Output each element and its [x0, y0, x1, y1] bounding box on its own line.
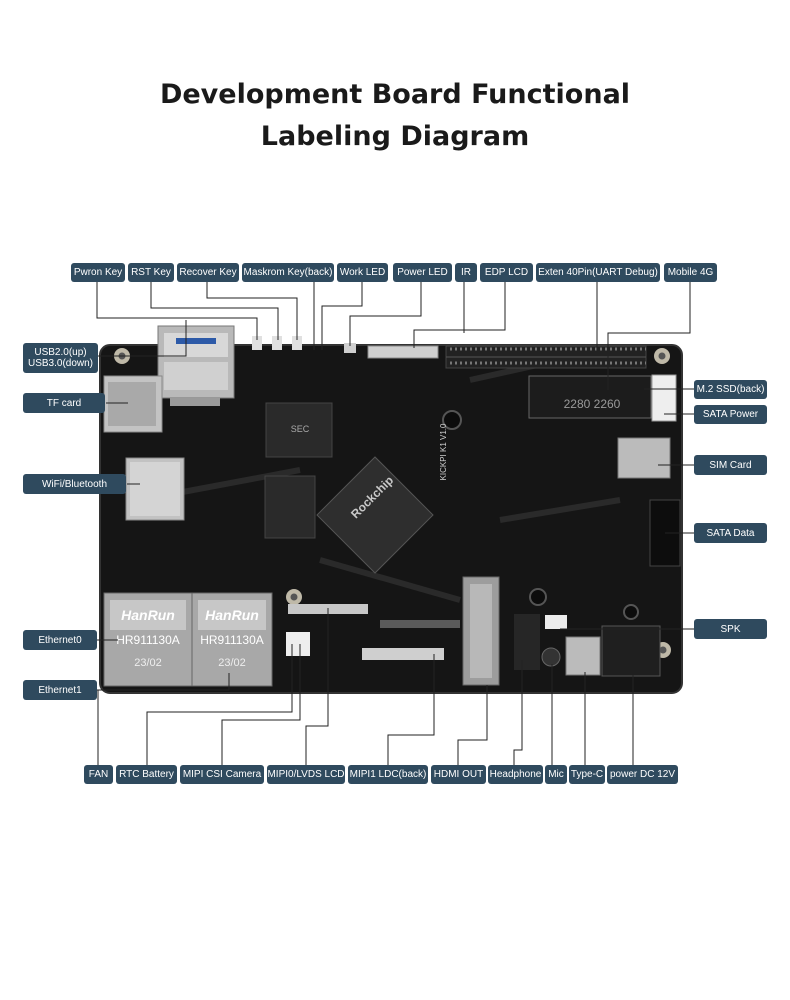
headphone-jack — [514, 614, 540, 670]
label-edp-lcd: EDP LCD — [480, 263, 533, 282]
label-spk: SPK — [694, 619, 767, 639]
eth-brand-1: HanRun — [121, 607, 175, 623]
label-ethernet0: Ethernet0 — [23, 630, 97, 650]
label-mobile-4g: Mobile 4G — [664, 263, 717, 282]
label-sata-power: SATA Power — [694, 405, 767, 424]
label-mic: Mic — [545, 765, 567, 784]
sata-power-connector — [651, 374, 677, 422]
label-fan: FAN — [84, 765, 113, 784]
board-name: KICKPI K1 V1.0 — [439, 423, 448, 480]
label-maskrom-key: Maskrom Key(back) — [242, 263, 334, 282]
label-sim-card: SIM Card — [694, 455, 767, 475]
usb-ports — [157, 325, 235, 406]
label-usb: USB2.0(up) USB3.0(down) — [23, 343, 98, 373]
m2-slot — [528, 375, 652, 419]
ram-brand: SEC — [291, 424, 310, 434]
eth-date-1: 23/02 — [134, 657, 162, 669]
label-usb-line1: USB2.0(up) — [34, 347, 87, 358]
label-mipi-csi-camera: MIPI CSI Camera — [180, 765, 264, 784]
eth-brand-2: HanRun — [205, 607, 259, 623]
label-ir: IR — [455, 263, 477, 282]
label-usb-line2: USB3.0(down) — [27, 358, 94, 369]
m2-text: 2280 2260 — [564, 397, 621, 411]
label-sata-data: SATA Data — [694, 523, 767, 543]
label-headphone: Headphone — [488, 765, 543, 784]
ram-chip-2 — [264, 475, 316, 539]
eth-date-2: 23/02 — [218, 657, 246, 669]
rockchip-soc: Rockchip — [316, 456, 434, 574]
mic — [541, 647, 561, 667]
label-type-c: Type-C — [569, 765, 605, 784]
ram-chip-1 — [265, 402, 333, 458]
label-mipi1-ldc: MIPI1 LDC(back) — [348, 765, 428, 784]
ethernet-jacks: HanRun HR911130A 23/02 HanRun HR911130A … — [103, 592, 273, 687]
mipi0-connector — [380, 620, 460, 628]
label-hdmi-out: HDMI OUT — [431, 765, 486, 784]
fan-connector — [286, 632, 310, 656]
gpio-40pin-header — [445, 345, 647, 369]
spk-connector — [545, 615, 567, 629]
diagram-title-line1: Development Board Functional — [159, 79, 631, 110]
mipi1-connector — [362, 648, 444, 660]
label-power-dc-12v: power DC 12V — [607, 765, 678, 784]
label-recover-key: Recover Key — [177, 263, 239, 282]
label-rtc-battery: RTC Battery — [116, 765, 177, 784]
eth-model-2: HR911130A — [200, 633, 264, 647]
label-power-led: Power LED — [393, 263, 452, 282]
edp-connector — [367, 345, 439, 359]
label-tf-card: TF card — [23, 393, 105, 413]
label-exten-40pin: Exten 40Pin(UART Debug) — [536, 263, 660, 282]
eth-model-1: HR911130A — [116, 633, 180, 647]
key-buttons — [252, 336, 356, 353]
label-pwron-key: Pwron Key — [71, 263, 125, 282]
type-c-port — [565, 636, 601, 676]
label-wifi-bluetooth: WiFi/Bluetooth — [23, 474, 126, 494]
dc-jack — [601, 625, 661, 677]
label-m2-ssd: M.2 SSD(back) — [694, 380, 767, 399]
diagram-title-line2: Labeling Diagram — [260, 121, 530, 152]
label-work-led: Work LED — [337, 263, 388, 282]
leader-lines — [96, 282, 694, 765]
label-ethernet1: Ethernet1 — [23, 680, 97, 700]
wifi-module — [125, 457, 185, 521]
sim-card-slot — [617, 437, 671, 479]
label-rst-key: RST Key — [128, 263, 174, 282]
label-mipi0-lvds-lcd: MIPI0/LVDS LCD — [267, 765, 345, 784]
